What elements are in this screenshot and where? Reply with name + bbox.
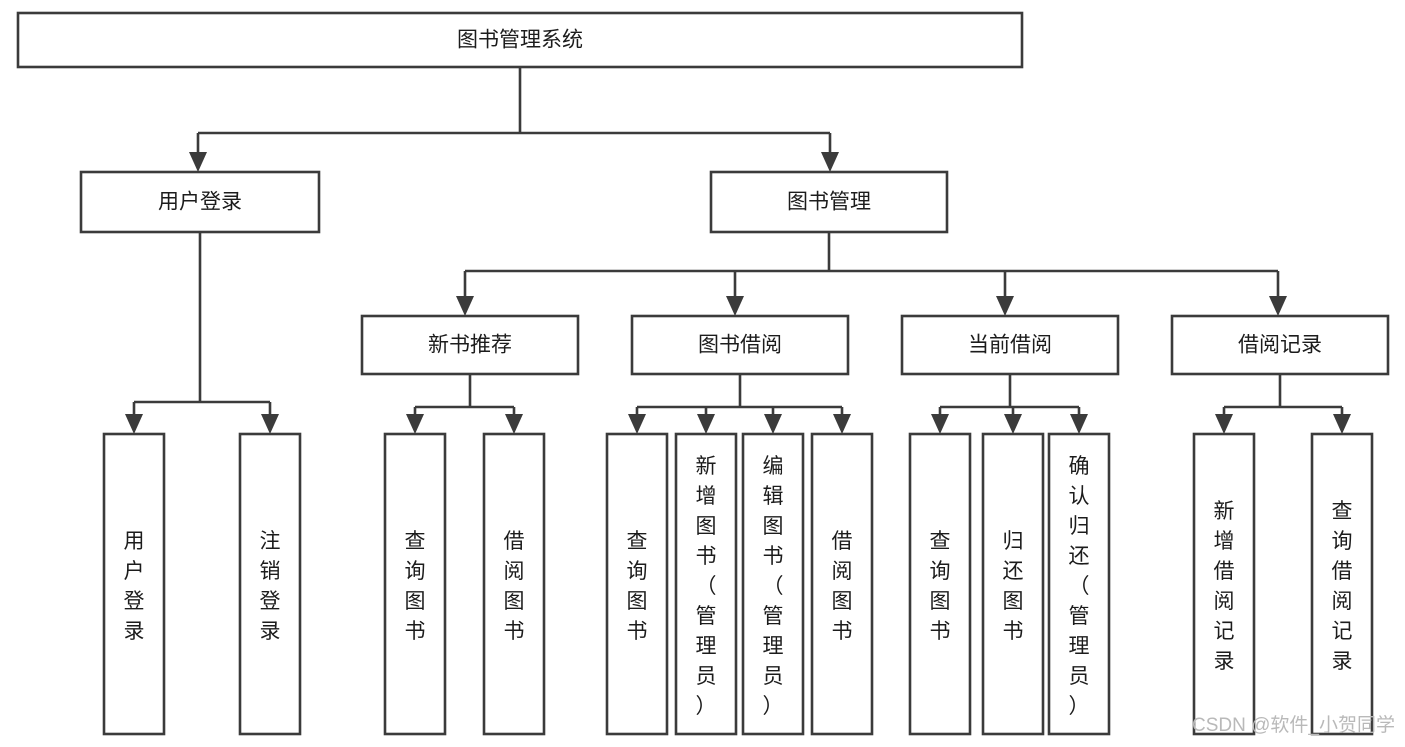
- node-box-book-manage[interactable]: [709, 170, 949, 234]
- node-box-user-login[interactable]: [79, 170, 321, 234]
- node-box-leaf-query-record[interactable]: [1310, 432, 1374, 736]
- node-box-leaf-query-book-3[interactable]: [908, 432, 972, 736]
- node-box-leaf-confirm-return[interactable]: [1047, 432, 1111, 736]
- node-box-new-book-rec[interactable]: [360, 314, 580, 376]
- nodes-layer: 图书管理系统用户登录图书管理新书推荐图书借阅当前借阅借阅记录用户登录注销登录查询…: [16, 11, 1390, 736]
- node-label-leaf-query-record: 查询借阅记录: [1332, 500, 1353, 673]
- node-box-leaf-logout[interactable]: [238, 432, 302, 736]
- node-current-borrow[interactable]: 当前借阅: [900, 314, 1120, 376]
- csdn-watermark: CSDN @软件_小贺同学: [1192, 714, 1395, 736]
- node-label-leaf-add-book: 新增图书（管理员）: [696, 455, 717, 718]
- node-label-user-login: 用户登录: [158, 191, 242, 214]
- connector-bus-root: [189, 67, 839, 172]
- node-box-leaf-edit-book[interactable]: [741, 432, 805, 736]
- connector-bus-user-login: [125, 232, 279, 434]
- node-label-book-borrow: 图书借阅: [698, 334, 782, 357]
- node-leaf-return-book[interactable]: 归还图书: [981, 432, 1045, 736]
- node-label-leaf-query-book-1: 查询图书: [405, 530, 426, 643]
- node-new-book-rec[interactable]: 新书推荐: [360, 314, 580, 376]
- node-label-leaf-user-login: 用户登录: [124, 530, 145, 643]
- node-leaf-borrow-book-1[interactable]: 借阅图书: [482, 432, 546, 736]
- node-label-leaf-borrow-book-1: 借阅图书: [504, 530, 525, 643]
- node-borrow-record[interactable]: 借阅记录: [1170, 314, 1390, 376]
- node-leaf-query-book-3[interactable]: 查询图书: [908, 432, 972, 736]
- node-box-borrow-record[interactable]: [1170, 314, 1390, 376]
- node-box-current-borrow[interactable]: [900, 314, 1120, 376]
- node-box-leaf-borrow-book-2[interactable]: [810, 432, 874, 736]
- node-label-leaf-query-book-2: 查询图书: [627, 530, 648, 643]
- node-label-leaf-query-book-3: 查询图书: [930, 530, 951, 643]
- node-user-login[interactable]: 用户登录: [79, 170, 321, 234]
- node-box-leaf-borrow-book-1[interactable]: [482, 432, 546, 736]
- node-leaf-query-book-1[interactable]: 查询图书: [383, 432, 447, 736]
- node-leaf-query-book-2[interactable]: 查询图书: [605, 432, 669, 736]
- node-box-book-borrow[interactable]: [630, 314, 850, 376]
- node-leaf-confirm-return[interactable]: 确认归还（管理员）: [1047, 432, 1111, 736]
- node-label-new-book-rec: 新书推荐: [428, 334, 512, 357]
- connector-bus-current-borrow: [931, 374, 1088, 434]
- node-leaf-query-record[interactable]: 查询借阅记录: [1310, 432, 1374, 736]
- node-box-leaf-add-record[interactable]: [1192, 432, 1256, 736]
- node-root[interactable]: 图书管理系统: [16, 11, 1024, 69]
- node-box-leaf-user-login[interactable]: [102, 432, 166, 736]
- node-label-book-manage: 图书管理: [787, 191, 871, 214]
- node-book-borrow[interactable]: 图书借阅: [630, 314, 850, 376]
- node-label-leaf-add-record: 新增借阅记录: [1214, 500, 1235, 673]
- node-leaf-add-book[interactable]: 新增图书（管理员）: [674, 432, 738, 736]
- node-label-borrow-record: 借阅记录: [1238, 334, 1322, 357]
- connector-bus-new-book-rec: [406, 374, 523, 434]
- node-label-current-borrow: 当前借阅: [968, 334, 1052, 357]
- node-leaf-borrow-book-2[interactable]: 借阅图书: [810, 432, 874, 736]
- node-leaf-logout[interactable]: 注销登录: [238, 432, 302, 736]
- connector-bus-book-borrow: [628, 374, 851, 434]
- node-box-leaf-add-book[interactable]: [674, 432, 738, 736]
- node-leaf-edit-book[interactable]: 编辑图书（管理员）: [741, 432, 805, 736]
- node-box-root[interactable]: [16, 11, 1024, 69]
- node-label-leaf-borrow-book-2: 借阅图书: [832, 530, 853, 643]
- node-label-leaf-logout: 注销登录: [260, 530, 281, 643]
- connectors-layer: [125, 67, 1351, 434]
- node-leaf-user-login[interactable]: 用户登录: [102, 432, 166, 736]
- connector-bus-book-manage: [456, 232, 1287, 316]
- node-label-root: 图书管理系统: [457, 29, 583, 52]
- connector-bus-borrow-record: [1215, 374, 1351, 434]
- node-box-leaf-return-book[interactable]: [981, 432, 1045, 736]
- node-label-leaf-edit-book: 编辑图书（管理员）: [763, 455, 784, 718]
- node-leaf-add-record[interactable]: 新增借阅记录: [1192, 432, 1256, 736]
- node-label-leaf-confirm-return: 确认归还（管理员）: [1069, 455, 1090, 718]
- node-box-leaf-query-book-1[interactable]: [383, 432, 447, 736]
- node-label-leaf-return-book: 归还图书: [1003, 530, 1024, 643]
- node-book-manage[interactable]: 图书管理: [709, 170, 949, 234]
- node-box-leaf-query-book-2[interactable]: [605, 432, 669, 736]
